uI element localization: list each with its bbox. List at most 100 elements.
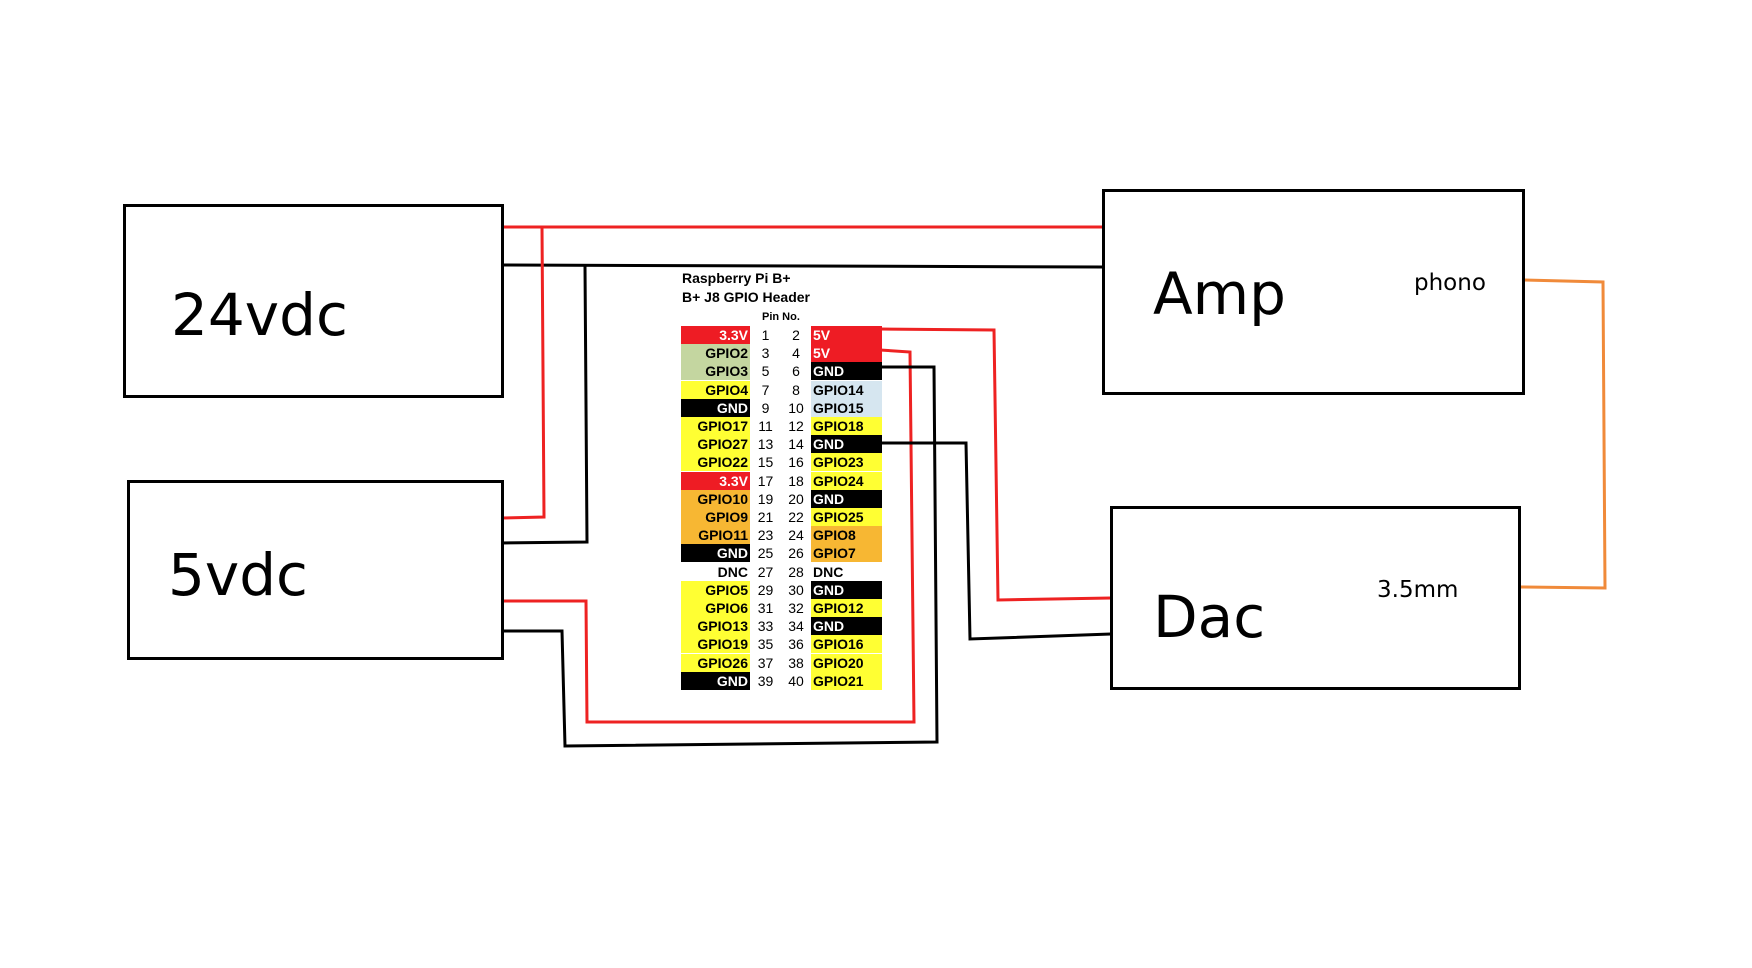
pin-label-left: GND	[681, 544, 750, 563]
pin-label-left: GPIO11	[681, 526, 750, 545]
wire-5v-ground-to-pi	[501, 365, 939, 748]
pin-number-even: 30	[788, 581, 804, 598]
pin-label-right: 5V	[811, 326, 882, 344]
pin-number-odd: 31	[757, 600, 774, 616]
pin-label-right: GPIO25	[811, 508, 882, 526]
pin-label-left: DNC	[681, 562, 750, 581]
pin-label-left: GPIO17	[681, 417, 750, 435]
pin-number-odd: 5	[761, 363, 770, 380]
pin-label-left: 3.3V	[681, 471, 750, 490]
power-supply-24v-label: 24vdc	[171, 281, 348, 349]
pin-number-odd: 39	[757, 672, 774, 689]
pin-number-odd: 7	[761, 381, 770, 398]
pin-label-right: GPIO7	[811, 544, 882, 563]
pin-label-left: GPIO4	[681, 380, 750, 399]
pin-number-odd: 21	[757, 509, 774, 525]
pin-number-even: 26	[788, 545, 804, 562]
pin-number-odd: 19	[757, 490, 774, 507]
pin-label-left: GPIO9	[681, 508, 750, 526]
dac-module: Dac 3.5mm	[1110, 506, 1521, 690]
pin-number-even: 28	[788, 563, 804, 580]
pin-number-even: 36	[788, 636, 804, 653]
wire-24v-ground-to-amp	[500, 263, 1104, 269]
pin-label-left: GPIO13	[681, 617, 750, 636]
pin-row: GPIO19 35 36 GPIO16	[681, 635, 882, 654]
pin-number-odd: 9	[761, 399, 770, 416]
pin-label-right: DNC	[811, 562, 882, 581]
pin-label-left: GPIO19	[681, 635, 750, 654]
power-supply-5v-label: 5vdc	[168, 541, 308, 609]
wire-pi-gnd-to-dac	[880, 441, 1112, 641]
pin-number-even: 4	[792, 345, 800, 362]
pin-label-right: GPIO21	[811, 671, 882, 690]
pin-number-odd: 13	[757, 436, 774, 453]
pin-label-right: GND	[811, 617, 882, 636]
pin-number-even: 18	[788, 472, 804, 489]
pin-label-right: GPIO12	[811, 599, 882, 617]
pin-label-left: GPIO6	[681, 599, 750, 617]
pin-number-odd: 37	[757, 654, 774, 671]
pin-label-left: GPIO2	[681, 344, 750, 363]
pin-label-left: GPIO3	[681, 362, 750, 381]
pin-number-even: 2	[792, 327, 800, 343]
dac-35mm-port-label: 3.5mm	[1377, 577, 1459, 603]
pin-number-odd: 17	[757, 472, 774, 489]
amp-module: Amp phono	[1102, 189, 1525, 395]
pin-number-odd: 29	[757, 581, 774, 598]
pin-label-left: GPIO27	[681, 435, 750, 454]
pin-number-even: 22	[788, 509, 804, 525]
pin-number-heading: Pin No.	[762, 311, 800, 323]
pin-label-right: GPIO15	[811, 398, 882, 417]
pin-number-even: 6	[792, 363, 800, 380]
pin-number-even: 38	[788, 654, 804, 671]
power-supply-5v: 5vdc	[127, 480, 504, 660]
pin-label-left: GND	[681, 671, 750, 690]
pin-label-left: GND	[681, 398, 750, 417]
pin-label-right: GPIO23	[811, 453, 882, 472]
pin-label-left: GPIO26	[681, 653, 750, 672]
pin-number-even: 16	[788, 454, 804, 471]
pin-label-right: GPIO16	[811, 635, 882, 654]
pin-number-odd: 33	[757, 618, 774, 635]
amp-label: Amp	[1153, 260, 1286, 328]
pin-label-right: GPIO24	[811, 471, 882, 490]
pin-label-right: 5V	[811, 344, 882, 363]
pin-number-even: 24	[788, 527, 804, 544]
pin-row: 3.3V 17 18 GPIO24	[681, 471, 882, 490]
pin-number-odd: 25	[757, 545, 774, 562]
pin-row: GPIO9 21 22 GPIO25	[681, 508, 882, 526]
header-subtitle: B+ J8 GPIO Header	[682, 289, 811, 305]
pin-label-left: 3.3V	[681, 326, 750, 344]
pin-number-even: 12	[788, 418, 804, 434]
amp-phono-port-label: phono	[1414, 270, 1486, 296]
pin-number-odd: 35	[757, 636, 774, 653]
pin-number-odd: 15	[757, 454, 774, 471]
header-title: Raspberry Pi B+	[682, 270, 791, 286]
dac-label: Dac	[1153, 583, 1266, 651]
pin-number-even: 40	[788, 672, 804, 689]
pin-number-odd: 3	[761, 345, 770, 362]
power-supply-24v: 24vdc	[123, 204, 504, 398]
pin-label-right: GND	[811, 489, 882, 508]
wire-5v-positive-link	[500, 226, 546, 520]
pin-row: GND 39 40 GPIO21	[681, 671, 882, 690]
wire-5v-positive-to-pi	[501, 348, 916, 724]
pin-label-right: GPIO18	[811, 417, 882, 435]
pin-label-left: GPIO10	[681, 489, 750, 508]
pin-label-left: GPIO5	[681, 580, 750, 599]
